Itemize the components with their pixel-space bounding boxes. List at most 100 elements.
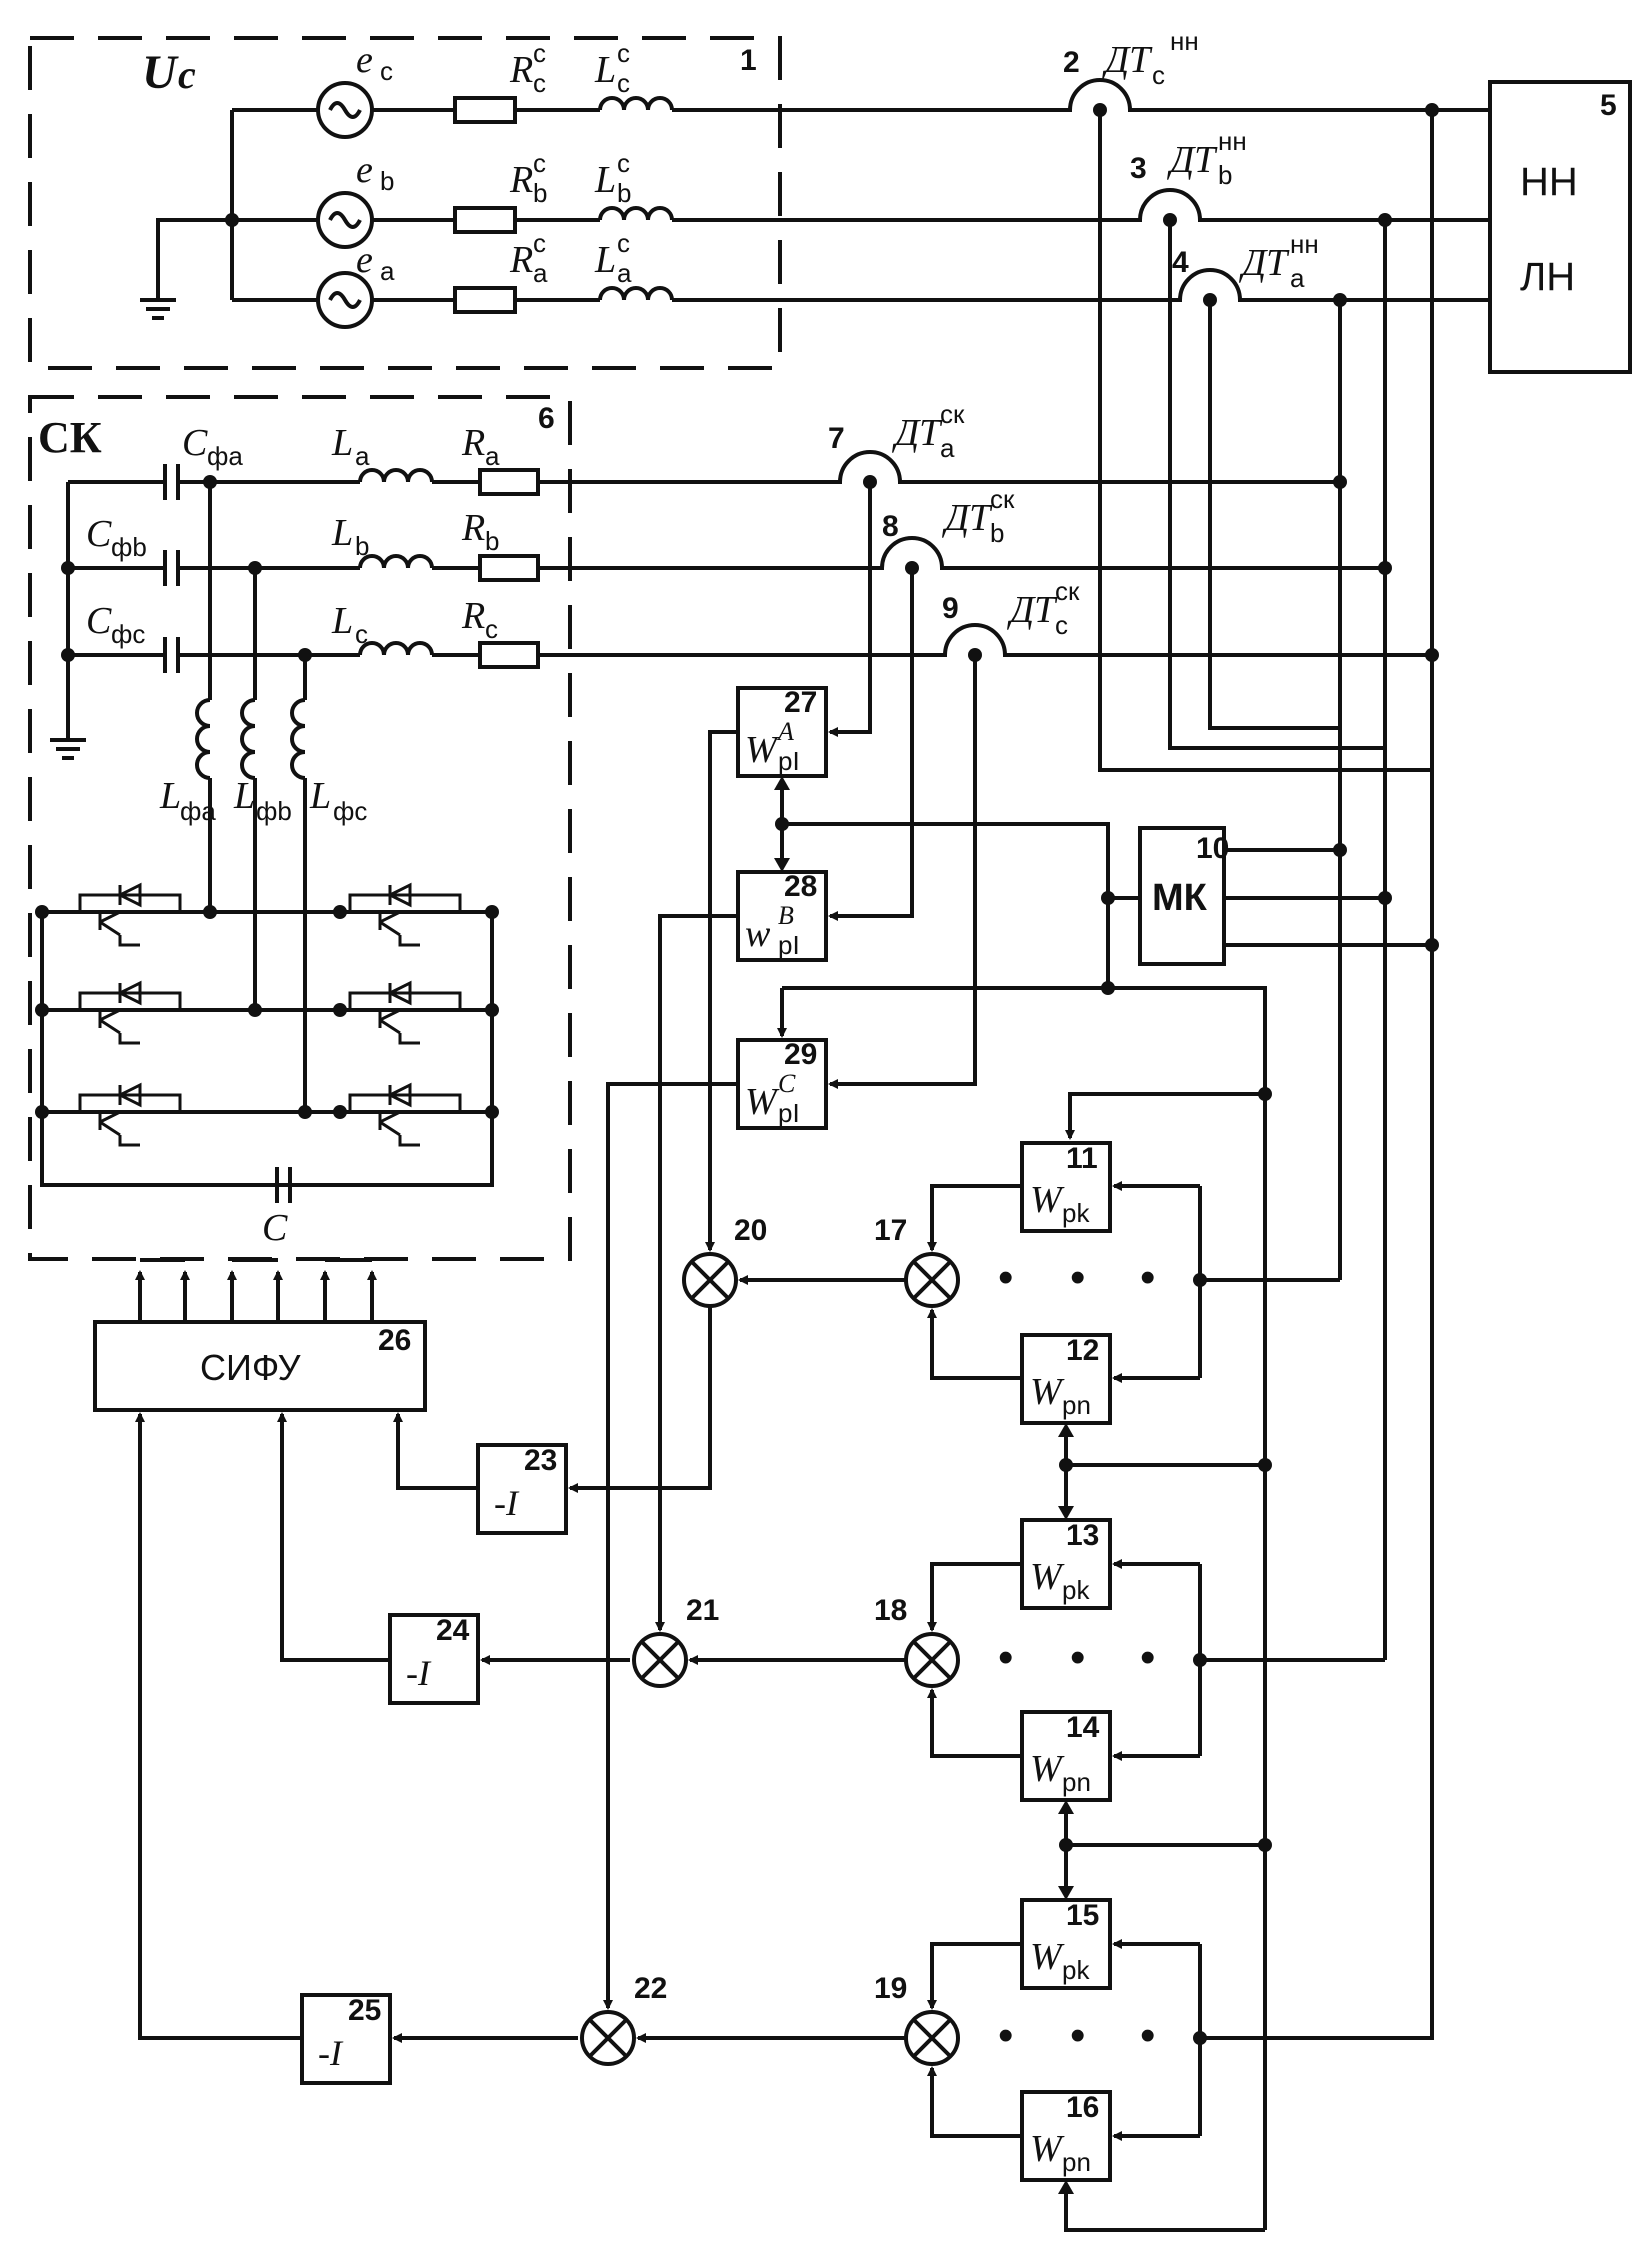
sensor-7-sub: a xyxy=(940,433,955,463)
sensor-4-label: ДТ xyxy=(1239,242,1290,284)
igbt-left-3-icon xyxy=(78,1082,182,1147)
inductor-filter-b xyxy=(240,698,256,780)
block-16-label: W xyxy=(1030,2128,1065,2170)
summer-21: 21 xyxy=(632,1594,719,1688)
sensor-8-sup: ск xyxy=(990,484,1015,514)
grid-r-a-sub: a xyxy=(533,258,548,288)
compensator-title: СК xyxy=(38,413,102,462)
filter-l-a-label: L xyxy=(159,775,181,817)
igbt-right-3-icon xyxy=(348,1082,462,1147)
sensor-9-sup: ск xyxy=(1055,576,1080,606)
grid-l-c-sub: c xyxy=(617,68,630,98)
sensor-7-sup: ск xyxy=(940,399,965,429)
grid-l-b-sub: b xyxy=(617,178,631,208)
resistor-grid-b xyxy=(453,206,517,234)
sensor-9-number: 9 xyxy=(942,592,959,625)
filter-cap-c-sub: фc xyxy=(111,619,145,649)
block-14 xyxy=(1020,1710,1112,1802)
inductor-sk-b xyxy=(358,554,434,569)
sk-r-b-label: R xyxy=(461,507,485,549)
sensor-2-sub: c xyxy=(1152,60,1165,90)
block-28-sup: B xyxy=(778,901,794,930)
block-15 xyxy=(1020,1898,1112,1990)
mk-number: 10 xyxy=(1196,832,1229,865)
block-29-sub: pI xyxy=(778,1098,800,1128)
block-28-sub: pI xyxy=(778,930,800,960)
block-13-number: 13 xyxy=(1066,1519,1099,1552)
sk-r-b-sub: b xyxy=(485,526,499,556)
source-c-sub: c xyxy=(380,56,393,86)
grid-l-a-sub: a xyxy=(617,258,632,288)
sensor-3-label: ДТ xyxy=(1167,139,1218,181)
sk-r-c-label: R xyxy=(461,595,485,637)
grid-group: U c 1 e c e b e a xyxy=(28,36,782,370)
filter-cap-b-sub: фb xyxy=(111,532,147,562)
sk-l-a-label: L xyxy=(331,422,353,464)
sk-l-c-label: L xyxy=(331,600,353,642)
grid-r-c-sup: c xyxy=(533,38,546,68)
sensor-8-number: 8 xyxy=(882,510,899,543)
load-number: 5 xyxy=(1600,89,1617,122)
sk-l-b-sub: b xyxy=(355,531,369,561)
grid-r-a-label: R xyxy=(509,239,533,281)
block-29-number: 29 xyxy=(784,1038,817,1071)
svg-text:•: • xyxy=(1070,2011,1085,2060)
svg-text:•: • xyxy=(998,1633,1013,1682)
wpi-blocks: 27 W A pI 28 w B pI 29 W C pI xyxy=(736,475,1267,2230)
igbt-left-1-icon xyxy=(78,882,182,947)
block-11-label: W xyxy=(1030,1179,1065,1221)
grid-r-b-label: R xyxy=(509,159,533,201)
inductor-grid-a xyxy=(598,286,674,301)
sensor-2-number: 2 xyxy=(1063,46,1080,79)
sk-r-a-sub: a xyxy=(485,441,500,471)
mk-label: МК xyxy=(1152,877,1208,919)
block-28 xyxy=(736,870,828,962)
filter-cap-a-sub: фa xyxy=(207,441,243,471)
sensor-7-number: 7 xyxy=(828,422,845,455)
svg-text:•: • xyxy=(1140,2011,1155,2060)
summer-22: 22 xyxy=(580,1972,667,2066)
ellipsis-row-3: • • • xyxy=(998,2011,1155,2060)
block-14-label: W xyxy=(1030,1748,1065,1790)
source-c-label: e xyxy=(356,39,373,81)
inductor-sk-a xyxy=(358,468,434,483)
sensor-7-label: ДТ xyxy=(892,412,943,454)
sifu-label: СИФУ xyxy=(200,1347,302,1388)
source-a-icon xyxy=(316,271,374,329)
resistor-sk-a xyxy=(478,468,540,496)
sensor-9-sub: c xyxy=(1055,610,1068,640)
inverter-23-number: 23 xyxy=(524,1444,557,1477)
sensor-3-sup: нн xyxy=(1218,126,1247,156)
summer-17-number: 17 xyxy=(874,1214,907,1247)
filter-cap-a xyxy=(163,464,180,500)
sk-l-a-sub: a xyxy=(355,441,370,471)
svg-text:•: • xyxy=(1140,1633,1155,1682)
block-14-sub: pn xyxy=(1062,1767,1091,1797)
block-13-sub: pk xyxy=(1062,1575,1090,1605)
block-12-sub: pn xyxy=(1062,1390,1091,1420)
filter-cap-b xyxy=(163,550,180,586)
source-a-label: e xyxy=(356,239,373,281)
ellipsis-row-1: • • • xyxy=(998,1253,1155,1302)
block-15-sub: pk xyxy=(1062,1955,1090,1985)
sensor-4-number: 4 xyxy=(1172,246,1189,279)
dc-link-capacitor xyxy=(275,1167,292,1203)
block-27-sub: pI xyxy=(778,746,800,776)
grid-l-c-label: L xyxy=(594,49,616,91)
filter-cap-a-label: C xyxy=(182,422,208,464)
summer-18: 18 xyxy=(874,1594,960,1688)
grid-l-a-label: L xyxy=(594,239,616,281)
grid-boundary xyxy=(28,36,782,370)
block-29-sup: C xyxy=(778,1069,796,1098)
sensor-4-sup: нн xyxy=(1290,229,1319,259)
main-lines xyxy=(672,78,1490,302)
resonant-chain: 11 W pk 12 W pn 13 W pk 14 W pn 15 W pk … xyxy=(874,1087,1434,2232)
grid-title: U xyxy=(142,46,179,99)
inverter-24-label: -I xyxy=(406,1653,432,1693)
sensors-nn: 2 ДТ c нн 3 ДТ b нн 4 ДТ a нн xyxy=(1063,26,1319,293)
mk-block: 10 МК xyxy=(1101,826,1439,988)
svg-text:•: • xyxy=(1140,1253,1155,1302)
svg-text:•: • xyxy=(998,2011,1013,2060)
summer-18-number: 18 xyxy=(874,1594,907,1627)
sensor-3-number: 3 xyxy=(1130,152,1147,185)
